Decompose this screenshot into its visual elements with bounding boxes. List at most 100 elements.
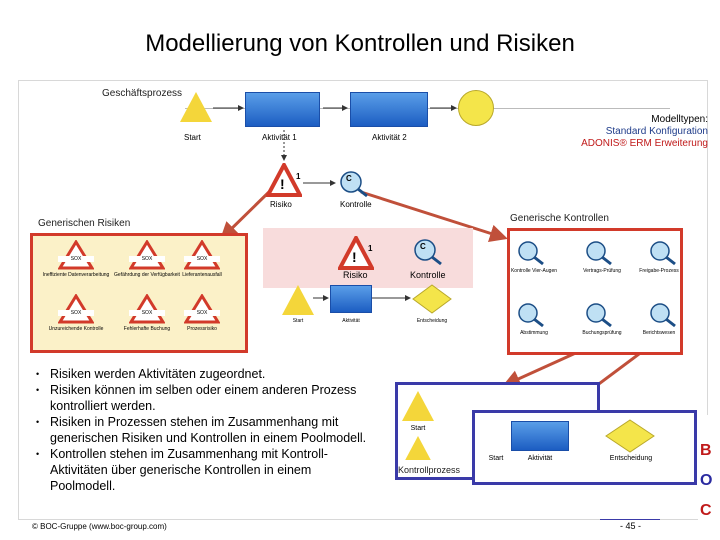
sox-badge: SOX: [129, 310, 165, 316]
generic-controls-label: Generische Kontrollen: [510, 213, 609, 224]
center-decision[interactable]: [412, 284, 452, 314]
center-start-event[interactable]: [282, 285, 314, 315]
risk-caption: Risiko: [270, 200, 292, 209]
magnifier-icon: [586, 241, 612, 266]
page-number: - 45 -: [620, 521, 642, 531]
bullet-list: Risiken werden Aktivitäten zugeordnet. R…: [28, 366, 378, 494]
generic-risk-item[interactable]: SOX Unzureichende Kontrolle: [49, 293, 103, 332]
start-event[interactable]: [180, 92, 212, 122]
bullet-item: Kontrollen stehen im Zusammenhang mit Ko…: [36, 446, 378, 494]
warning-triangle-icon: [57, 293, 95, 324]
generic-control-item[interactable]: Kontrolle Vier-Augen: [511, 240, 557, 274]
generic-risk-caption: Lieferantenausfall: [182, 272, 222, 278]
bullet-item: Risiken können im selben oder einem ande…: [36, 382, 378, 414]
boc-logo: B O C: [698, 415, 720, 540]
process-label: Geschäftsprozess: [102, 88, 183, 99]
control-caption: Kontrolle: [340, 200, 372, 209]
kontrollprozess-label: Kontrollprozess: [398, 465, 461, 475]
sox-badge: SOX: [58, 256, 94, 262]
kontroll-activity-caption: Aktivität: [527, 455, 553, 462]
start-caption: Start: [184, 133, 201, 142]
risk-marker: !: [352, 249, 357, 265]
copyright-footer: © BOC-Gruppe (www.boc-group.com): [32, 522, 167, 531]
generic-control-caption: Abstimmung: [520, 330, 548, 336]
kontroll-start-event[interactable]: [402, 391, 434, 421]
modeltypes-erm: ADONIS® ERM Erweiterung: [581, 138, 708, 149]
center-control-caption: Kontrolle: [410, 270, 446, 280]
warning-triangle-icon: [128, 239, 166, 270]
generic-risk-item[interactable]: SOX Prozessrisiko: [183, 293, 221, 332]
generic-control-caption: Freigabe-Prozess: [639, 268, 679, 274]
generic-risk-caption: Unzureichende Kontrolle: [48, 326, 104, 332]
logo-letter-b: B: [700, 442, 712, 459]
sox-badge: SOX: [184, 310, 220, 316]
generic-risk-caption: Gefährdung der Verfügbarkeit: [114, 272, 180, 278]
center-activity-caption: Aktivität: [342, 318, 360, 324]
activity-2[interactable]: [350, 92, 428, 127]
magnifier-icon: [650, 241, 676, 266]
generic-controls-grid: Kontrolle Vier-Augen Vertrags-Prüfung Fr…: [511, 236, 684, 348]
generic-risk-caption: Fehlerhafte Buchung: [123, 326, 171, 332]
center-decision-caption: Entscheidung: [416, 318, 448, 324]
risk-number: 1: [368, 244, 373, 253]
generic-risks-label: Generischen Risiken: [38, 218, 131, 229]
generic-risk-item[interactable]: SOX Gefährdung der Verfügbarkeit: [114, 239, 180, 278]
activity-1-caption: Aktivität 1: [262, 133, 297, 142]
control-magnifier-icon[interactable]: [412, 238, 444, 266]
bullet-item: Risiken werden Aktivitäten zugeordnet.: [36, 366, 378, 382]
end-event[interactable]: [458, 90, 494, 126]
modeltypes-legend: Modelltypen: Standard Konfiguration ADON…: [520, 114, 708, 150]
warning-triangle-icon: [183, 293, 221, 324]
modeltypes-standard: Standard Konfiguration: [605, 126, 708, 137]
kontroll-decision[interactable]: [605, 419, 655, 453]
control-pool-arrow: [360, 190, 508, 243]
generic-control-caption: Berichtswesen: [642, 330, 676, 336]
magnifier-icon: [650, 303, 676, 328]
kontroll-trigger-event[interactable]: [405, 436, 431, 460]
sox-badge: SOX: [184, 256, 220, 262]
control-letter: C: [346, 174, 352, 183]
generic-control-item[interactable]: Vertrags-Prüfung: [583, 240, 621, 274]
generic-risk-item[interactable]: SOX Ineffiziente Datenverarbeitung: [43, 239, 109, 278]
sox-badge: SOX: [58, 310, 94, 316]
risk-icon[interactable]: [338, 236, 374, 270]
activity-1[interactable]: [245, 92, 320, 127]
generic-risk-item[interactable]: SOX Lieferantenausfall: [182, 239, 222, 278]
slide-frame: [18, 80, 708, 520]
kontroll-start-caption: Start: [410, 425, 426, 432]
magnifier-icon: [518, 303, 544, 328]
magnifier-icon: [518, 241, 544, 266]
center-start-caption: Start: [292, 318, 304, 324]
warning-triangle-icon: [183, 239, 221, 270]
risk-icon[interactable]: [266, 163, 302, 197]
modeltypes-heading: Modelltypen:: [651, 114, 708, 125]
activity-2-caption: Aktivität 2: [372, 133, 407, 142]
generic-risk-caption: Ineffiziente Datenverarbeitung: [42, 272, 110, 278]
bullet-item: Risiken in Prozessen stehen im Zusammenh…: [36, 414, 378, 446]
generic-control-item[interactable]: Freigabe-Prozess: [639, 240, 684, 274]
kontroll-decision-caption: Entscheidung: [609, 455, 653, 462]
risk-pool-arrow: [219, 188, 273, 241]
logo-letter-c: C: [700, 502, 712, 519]
center-risk-caption: Risiko: [343, 270, 368, 280]
kontroll-detail-start-caption: Start: [488, 455, 504, 462]
generic-control-caption: Vertrags-Prüfung: [583, 268, 621, 274]
footer-rule: [600, 519, 660, 520]
generic-control-caption: Kontrolle Vier-Augen: [510, 268, 558, 274]
generic-control-item[interactable]: Berichtswesen: [643, 302, 684, 336]
generic-risks-grid: SOX Ineffiziente Datenverarbeitung SOX G…: [34, 238, 246, 350]
generic-control-item[interactable]: Buchungsprüfung: [582, 302, 622, 336]
control-magnifier-icon[interactable]: [338, 170, 370, 198]
generic-control-item[interactable]: Abstimmung: [516, 302, 552, 336]
generic-risk-item[interactable]: SOX Fehlerhafte Buchung: [124, 293, 170, 332]
kontrollprozess-detail[interactable]: Start Aktivität Entscheidung: [472, 410, 697, 485]
generic-control-caption: Buchungsprüfung: [582, 330, 622, 336]
page-title: Modellierung von Kontrollen und Risiken: [145, 30, 575, 57]
control-letter: C: [420, 242, 426, 251]
warning-triangle-icon: [128, 293, 166, 324]
kontroll-activity[interactable]: [511, 421, 569, 451]
generic-risk-caption: Prozessrisiko: [187, 326, 217, 332]
center-activity[interactable]: [330, 285, 372, 313]
risk-number: 1: [296, 172, 301, 181]
risk-marker: !: [280, 176, 285, 192]
